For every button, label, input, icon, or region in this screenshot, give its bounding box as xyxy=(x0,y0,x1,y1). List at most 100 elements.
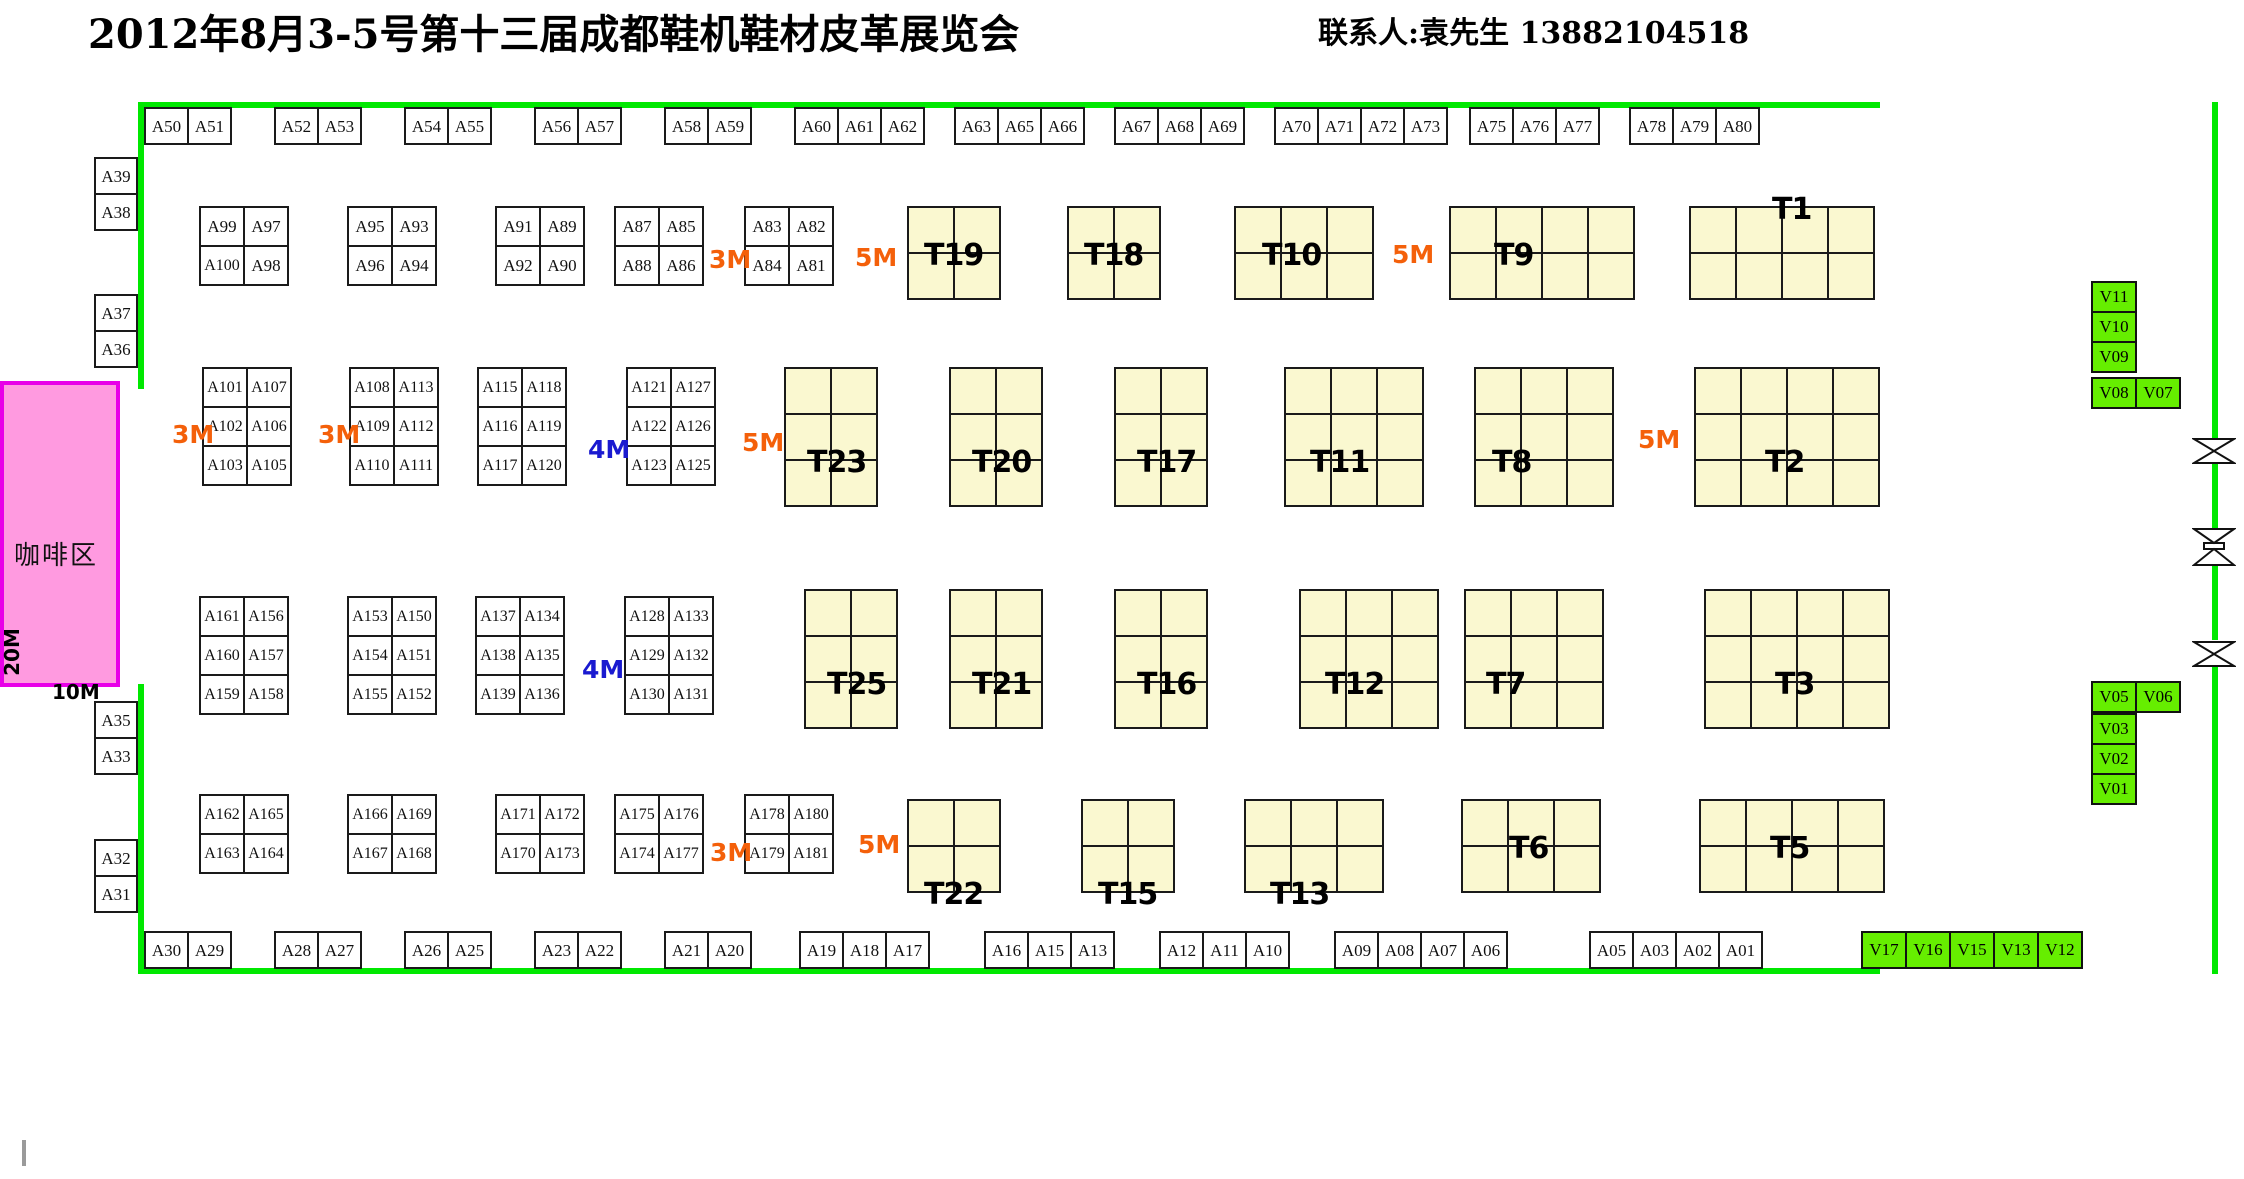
t-booth-cell[interactable] xyxy=(1507,799,1555,847)
t-booth-cell[interactable] xyxy=(1541,206,1589,254)
booth-A163[interactable]: A163 xyxy=(199,833,245,874)
booth-A11[interactable]: A11 xyxy=(1202,931,1247,969)
t-booth-cell[interactable] xyxy=(1114,459,1162,507)
t-booth-cell[interactable] xyxy=(953,799,1001,847)
t-booth-T15[interactable] xyxy=(1081,799,1175,893)
t-booth-cell[interactable] xyxy=(1791,799,1839,847)
booth-A167[interactable]: A167 xyxy=(347,833,393,874)
t-booth-cell[interactable] xyxy=(1326,206,1374,254)
booth-A95[interactable]: A95 xyxy=(347,206,393,247)
t-booth-cell[interactable] xyxy=(1694,413,1742,461)
t-booth-cell[interactable] xyxy=(1160,635,1208,683)
t-booth-cell[interactable] xyxy=(1290,799,1338,847)
t-booth-T19[interactable] xyxy=(907,206,1001,300)
t-booth-cell[interactable] xyxy=(1376,459,1424,507)
t-booth-cell[interactable] xyxy=(1786,367,1834,415)
t-booth-cell[interactable] xyxy=(1842,589,1890,637)
booth-A166[interactable]: A166 xyxy=(347,794,393,835)
booth-A153[interactable]: A153 xyxy=(347,596,393,637)
t-booth-cell[interactable] xyxy=(1299,635,1347,683)
booth-A76[interactable]: A76 xyxy=(1512,107,1557,145)
t-booth-cell[interactable] xyxy=(949,589,997,637)
t-booth-cell[interactable] xyxy=(1520,413,1568,461)
t-booth-cell[interactable] xyxy=(1114,589,1162,637)
booth-A127[interactable]: A127 xyxy=(670,367,716,408)
booth-A39[interactable]: A39 xyxy=(94,157,138,195)
booth-A138[interactable]: A138 xyxy=(475,635,521,676)
t-booth-T2[interactable] xyxy=(1694,367,1880,507)
booth-A152[interactable]: A152 xyxy=(391,674,437,715)
t-booth-cell[interactable] xyxy=(995,681,1043,729)
t-booth-T17[interactable] xyxy=(1114,367,1208,507)
booth-A178[interactable]: A178 xyxy=(744,794,790,835)
booth-A176[interactable]: A176 xyxy=(658,794,704,835)
t-booth-cell[interactable] xyxy=(1495,206,1543,254)
booth-A134[interactable]: A134 xyxy=(519,596,565,637)
t-booth-cell[interactable] xyxy=(995,589,1043,637)
booth-A59[interactable]: A59 xyxy=(707,107,752,145)
t-booth-cell[interactable] xyxy=(1244,845,1292,893)
booth-A06[interactable]: A06 xyxy=(1463,931,1508,969)
t-booth-cell[interactable] xyxy=(1234,206,1282,254)
booth-A50[interactable]: A50 xyxy=(144,107,189,145)
booth-A69[interactable]: A69 xyxy=(1200,107,1245,145)
t-booth-cell[interactable] xyxy=(1330,459,1378,507)
booth-A126[interactable]: A126 xyxy=(670,406,716,447)
booth-A107[interactable]: A107 xyxy=(246,367,292,408)
booth-A181[interactable]: A181 xyxy=(788,833,834,874)
t-booth-cell[interactable] xyxy=(1336,845,1384,893)
booth-A94[interactable]: A94 xyxy=(391,245,437,286)
t-booth-cell[interactable] xyxy=(1495,252,1543,300)
booth-V13[interactable]: V13 xyxy=(1993,931,2039,969)
t-booth-cell[interactable] xyxy=(1837,799,1885,847)
booth-A73[interactable]: A73 xyxy=(1403,107,1448,145)
booth-A151[interactable]: A151 xyxy=(391,635,437,676)
booth-A58[interactable]: A58 xyxy=(664,107,709,145)
t-booth-cell[interactable] xyxy=(1391,589,1439,637)
booth-A29[interactable]: A29 xyxy=(187,931,232,969)
booth-A51[interactable]: A51 xyxy=(187,107,232,145)
booth-A82[interactable]: A82 xyxy=(788,206,834,247)
t-booth-cell[interactable] xyxy=(949,459,997,507)
t-booth-cell[interactable] xyxy=(1376,367,1424,415)
t-booth-cell[interactable] xyxy=(1587,252,1635,300)
booth-A179[interactable]: A179 xyxy=(744,833,790,874)
t-booth-cell[interactable] xyxy=(1067,252,1115,300)
t-booth-cell[interactable] xyxy=(907,252,955,300)
t-booth-cell[interactable] xyxy=(907,845,955,893)
t-booth-cell[interactable] xyxy=(850,635,898,683)
booth-A161[interactable]: A161 xyxy=(199,596,245,637)
booth-A83[interactable]: A83 xyxy=(744,206,790,247)
t-booth-cell[interactable] xyxy=(1699,799,1747,847)
booth-A118[interactable]: A118 xyxy=(521,367,567,408)
t-booth-T12[interactable] xyxy=(1299,589,1439,729)
t-booth-cell[interactable] xyxy=(830,459,878,507)
t-booth-cell[interactable] xyxy=(1160,367,1208,415)
t-booth-T25[interactable] xyxy=(804,589,898,729)
t-booth-T8[interactable] xyxy=(1474,367,1614,507)
booth-A67[interactable]: A67 xyxy=(1114,107,1159,145)
t-booth-cell[interactable] xyxy=(1750,635,1798,683)
t-booth-cell[interactable] xyxy=(1842,635,1890,683)
booth-A113[interactable]: A113 xyxy=(393,367,439,408)
booth-A174[interactable]: A174 xyxy=(614,833,660,874)
t-booth-cell[interactable] xyxy=(1299,681,1347,729)
booth-A92[interactable]: A92 xyxy=(495,245,541,286)
booth-A133[interactable]: A133 xyxy=(668,596,714,637)
t-booth-cell[interactable] xyxy=(949,367,997,415)
t-booth-cell[interactable] xyxy=(1556,681,1604,729)
t-booth-cell[interactable] xyxy=(1299,589,1347,637)
booth-A85[interactable]: A85 xyxy=(658,206,704,247)
t-booth-cell[interactable] xyxy=(1566,367,1614,415)
t-booth-cell[interactable] xyxy=(1113,252,1161,300)
booth-A13[interactable]: A13 xyxy=(1070,931,1115,969)
booth-A81[interactable]: A81 xyxy=(788,245,834,286)
t-booth-cell[interactable] xyxy=(1520,367,1568,415)
booth-A23[interactable]: A23 xyxy=(534,931,579,969)
t-booth-cell[interactable] xyxy=(1786,413,1834,461)
t-booth-cell[interactable] xyxy=(1290,845,1338,893)
booth-A36[interactable]: A36 xyxy=(94,330,138,368)
booth-A105[interactable]: A105 xyxy=(246,445,292,486)
booth-A75[interactable]: A75 xyxy=(1469,107,1514,145)
booth-V06[interactable]: V06 xyxy=(2135,681,2181,713)
